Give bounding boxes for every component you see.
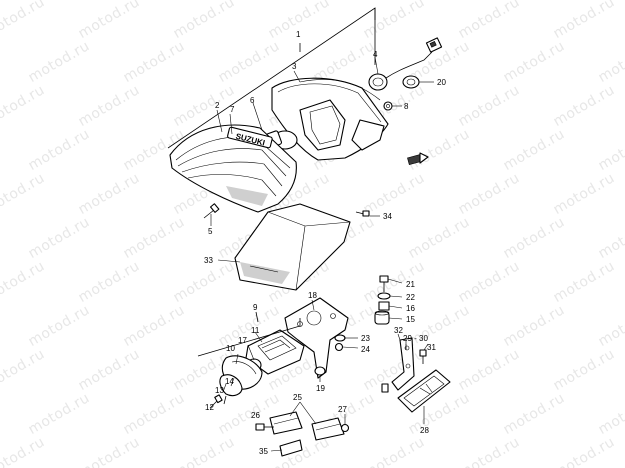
- bolt-21: [379, 275, 389, 292]
- callout-21: 21: [406, 280, 415, 289]
- callout-labels: 1 2 3 4 5 6 7 8 9 10 11 12 13 14 15 16 1…: [204, 30, 446, 456]
- leader-lines: [210, 56, 434, 452]
- callout-7: 7: [230, 105, 235, 114]
- callout-3: 3: [292, 62, 297, 71]
- rear-reflector: [397, 369, 451, 413]
- tail-light-lens: SUZUKI: [169, 124, 297, 213]
- screw-5: [203, 203, 220, 219]
- nut-27: [340, 423, 350, 433]
- bolt-lower: [381, 383, 389, 393]
- cushion-19: [314, 366, 326, 376]
- nut-24: [334, 342, 344, 352]
- tail-light-housing: [271, 77, 389, 161]
- callout-31: 31: [427, 343, 436, 352]
- screw-34: [355, 210, 370, 217]
- screw-12: [209, 394, 223, 409]
- callout-5: 5: [208, 227, 213, 236]
- callout-33: 33: [204, 256, 213, 265]
- assembly-bracket: [167, 7, 376, 149]
- washer-23: [334, 334, 346, 342]
- callout-8: 8: [404, 102, 409, 111]
- callout-18: 18: [308, 291, 317, 300]
- callout-17: 17: [238, 336, 247, 345]
- plate-25: [269, 411, 345, 441]
- callout-22: 22: [406, 293, 415, 302]
- callout-6: 6: [250, 96, 255, 105]
- callout-29-30: 29 - 30: [403, 334, 428, 343]
- callout-25: 25: [293, 393, 302, 402]
- callout-19: 19: [316, 384, 325, 393]
- bulb: [265, 130, 298, 150]
- bracket-9-line: [197, 311, 301, 357]
- callout-26: 26: [251, 411, 260, 420]
- callout-2: 2: [215, 101, 220, 110]
- direction-arrow-icon: [407, 152, 429, 166]
- callout-11: 11: [251, 326, 260, 335]
- callout-20: 20: [437, 78, 446, 87]
- socket-cord: [368, 37, 443, 91]
- reflector-bracket-32: [391, 337, 415, 391]
- callout-10: 10: [226, 344, 235, 353]
- screw-13: [223, 395, 227, 405]
- nut-8: [383, 101, 393, 111]
- grommet-20: [402, 75, 420, 89]
- lens-cover-13: [219, 374, 243, 397]
- collar-16: [378, 301, 390, 311]
- callout-27: 27: [338, 405, 347, 414]
- callout-15: 15: [406, 315, 415, 324]
- callout-13: 13: [215, 386, 224, 395]
- callout-32: 32: [394, 326, 403, 335]
- callout-23: 23: [361, 334, 370, 343]
- callout-4: 4: [373, 50, 378, 59]
- mounting-bracket: [284, 297, 349, 379]
- callout-1: 1: [296, 30, 301, 39]
- callout-9: 9: [253, 303, 258, 312]
- washer-22: [377, 292, 391, 300]
- callout-24: 24: [361, 345, 370, 354]
- callout-14: 14: [225, 377, 234, 386]
- license-lamp-cover: [234, 203, 351, 291]
- callout-34: 34: [383, 212, 392, 221]
- callout-28: 28: [420, 426, 429, 435]
- callout-16: 16: [406, 304, 415, 313]
- cushion-15: [374, 310, 390, 325]
- callout-12: 12: [205, 403, 214, 412]
- pad-35: [279, 439, 303, 457]
- screw-31: [419, 349, 427, 364]
- screw-26: [255, 423, 274, 431]
- callout-35: 35: [259, 447, 268, 456]
